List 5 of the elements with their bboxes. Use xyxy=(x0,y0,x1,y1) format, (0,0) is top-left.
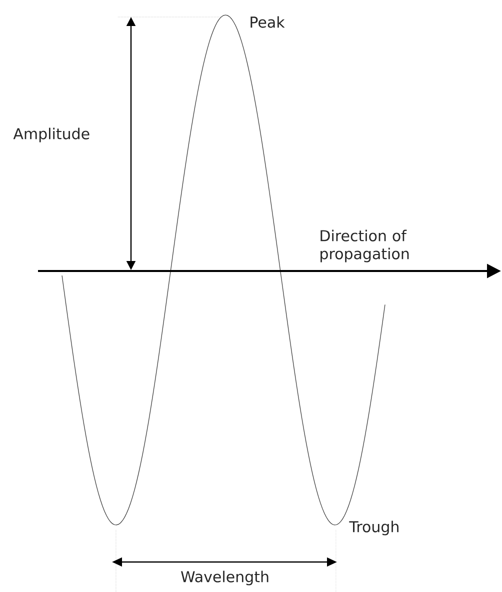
label-text: Amplitude xyxy=(13,128,90,142)
label-text: Wavelength xyxy=(181,570,268,586)
label-text: Peak xyxy=(250,16,285,28)
label-text: Trough xyxy=(349,520,398,536)
label-text: Direction of propagation xyxy=(320,230,409,262)
